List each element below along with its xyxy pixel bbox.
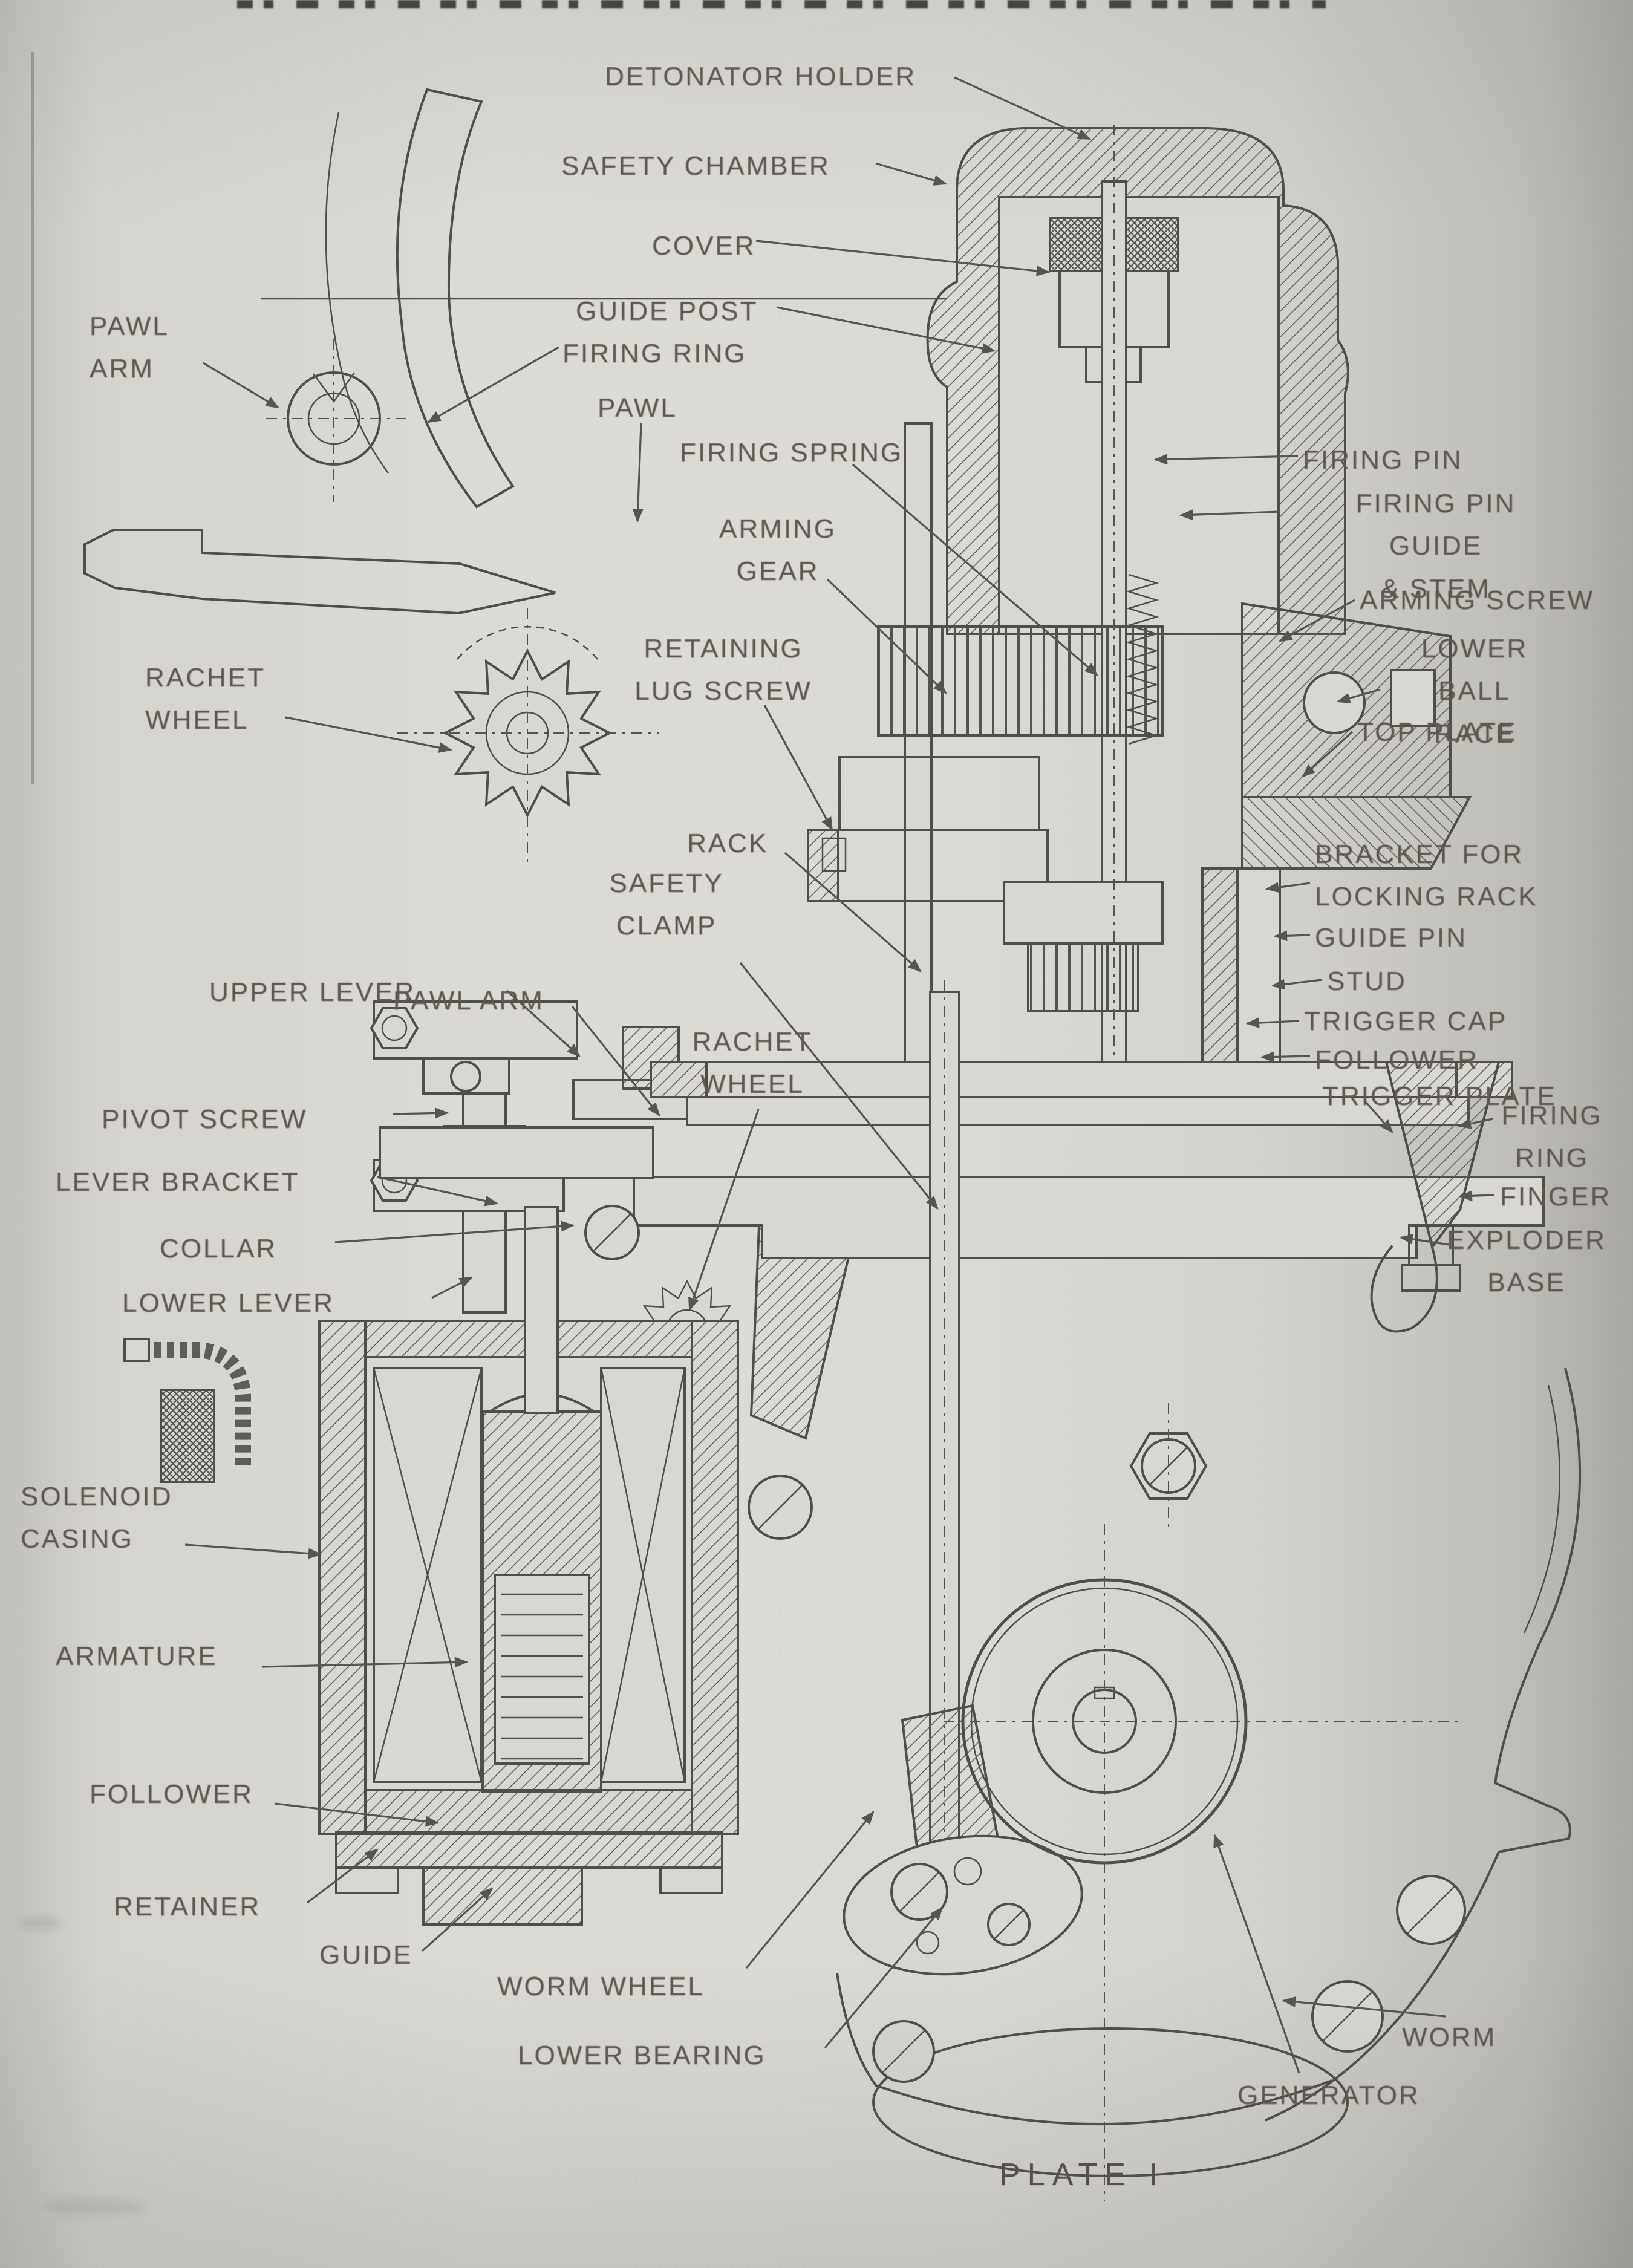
leader-line-top-plate — [1302, 731, 1354, 778]
leader-line-solenoid-casing — [184, 1543, 322, 1559]
leader-line-collar — [334, 1220, 575, 1243]
leader-line-finger — [1458, 1190, 1494, 1202]
leader-line-bracket-for-locking-rack — [1265, 882, 1311, 893]
scan-artifact — [42, 2199, 145, 2215]
leader-line-retainer — [307, 1848, 379, 1904]
label-finger: FINGER — [1500, 1182, 1612, 1211]
leader-line-firing-spring — [852, 463, 1098, 676]
label-follower-left: FOLLOWER — [90, 1779, 253, 1809]
pawl-arm-and-firing-ring-detail — [83, 88, 947, 862]
label-lower-ball-race: LOWER BALL RACE — [1421, 634, 1528, 749]
leader-line-firing-ring-left — [427, 346, 559, 423]
label-lower-bearing: LOWER BEARING — [518, 2041, 766, 2070]
label-pivot-screw: PIVOT SCREW — [102, 1104, 308, 1134]
label-firing-ring-left: FIRING RING — [562, 339, 747, 368]
label-trigger-cap: TRIGGER CAP — [1304, 1006, 1508, 1036]
leader-line-stud — [1271, 979, 1323, 990]
leader-line-pawl-arm-left — [203, 362, 279, 409]
leader-line-pawl — [632, 423, 644, 523]
leader-line-safety-chamber — [875, 162, 948, 186]
leader-line-safety-clamp — [739, 962, 939, 1210]
label-detonator-holder: DETONATOR HOLDER — [605, 62, 916, 91]
leader-line-worm-wheel — [745, 1811, 875, 1969]
leader-line-guide-post — [776, 306, 996, 354]
leader-line-rachet-wheel-mid — [688, 1109, 760, 1312]
label-retainer: RETAINER — [114, 1892, 261, 1921]
label-collar: COLLAR — [160, 1234, 278, 1263]
leader-line-exploder-base — [1399, 1234, 1450, 1246]
label-upper-lever: UPPER LEVER — [209, 977, 416, 1007]
leader-line-rack — [784, 852, 922, 973]
label-pawl-arm-left: PAWL ARM — [90, 311, 169, 384]
leader-line-lower-ball-race — [1336, 688, 1381, 704]
leader-line-follower-right — [1260, 1051, 1311, 1063]
label-retaining-lug-screw: RETAINING LUG SCREW — [634, 634, 812, 706]
trigger-plate-and-base — [379, 1061, 1545, 1333]
label-pawl-arm-mid: PAWL ARM — [393, 986, 544, 1015]
leader-line-firing-pin-guide — [1179, 509, 1280, 521]
leader-line-upper-lever — [506, 989, 581, 1057]
leader-line-guide — [421, 1887, 494, 1952]
leader-line-pawl-arm-mid — [571, 1006, 660, 1116]
leader-line-guide-pin — [1273, 930, 1311, 942]
leader-lines — [184, 76, 1494, 2074]
leader-line-retaining-lug-screw — [763, 705, 833, 831]
label-arming-gear: ARMING GEAR — [719, 514, 836, 587]
leader-line-arming-gear — [826, 578, 947, 694]
label-guide-pin: GUIDE PIN — [1315, 923, 1467, 953]
label-firing-pin: FIRING PIN — [1303, 445, 1463, 475]
label-firing-spring: FIRING SPRING — [680, 438, 904, 468]
label-solenoid-casing: SOLENOID CASING — [21, 1482, 173, 1554]
leader-line-generator — [1213, 1833, 1300, 2074]
label-armature: ARMATURE — [56, 1641, 218, 1671]
label-arming-screw: ARMING SCREW — [1360, 585, 1594, 615]
label-rack: RACK — [687, 829, 769, 858]
leader-line-trigger-cap — [1245, 1017, 1300, 1029]
leader-line-cover — [755, 240, 1051, 276]
label-exploder-base: EXPLODER BASE — [1447, 1225, 1606, 1298]
label-firing-ring-right: FIRING RING — [1501, 1101, 1603, 1173]
label-lever-bracket: LEVER BRACKET — [56, 1167, 300, 1197]
plate-title: PLATE I — [999, 2157, 1165, 2192]
label-follower-right: FOLLOWER — [1315, 1045, 1479, 1075]
leader-line-pivot-screw — [393, 1107, 449, 1119]
label-guide-post: GUIDE POST — [576, 296, 758, 326]
label-guide: GUIDE — [319, 1940, 413, 1970]
label-lower-lever: LOWER LEVER — [122, 1288, 334, 1318]
label-generator: GENERATOR — [1237, 2081, 1420, 2110]
solenoid-assembly — [123, 1206, 739, 1926]
leader-line-firing-pin — [1153, 454, 1299, 465]
leader-line-rachet-wheel-left — [285, 716, 453, 753]
label-stud: STUD — [1327, 966, 1407, 996]
label-trigger-plate: TRIGGER PLATE — [1322, 1081, 1557, 1111]
leader-line-arming-screw — [1279, 599, 1355, 642]
leader-line-trigger-plate — [1364, 1101, 1393, 1133]
label-top-plate: TOP PLATE — [1357, 717, 1517, 747]
label-pawl: PAWL — [598, 393, 677, 423]
label-cover: COVER — [652, 231, 756, 261]
label-bracket-for-locking-rack: BRACKET FOR LOCKING RACK — [1315, 839, 1538, 912]
label-rachet-wheel-mid: RACHET WHEEL — [692, 1027, 813, 1100]
label-safety-clamp: SAFETY CLAMP — [609, 868, 724, 941]
page-gutter-line — [31, 52, 34, 784]
leader-line-armature — [262, 1657, 469, 1668]
scan-artifact — [18, 1917, 60, 1929]
leader-line-lower-bearing — [824, 1906, 944, 2049]
label-firing-pin-guide: FIRING PIN GUIDE & STEM — [1355, 489, 1516, 604]
leader-line-worm — [1282, 1996, 1446, 2018]
worm-wheel-and-bearing — [843, 980, 1083, 1976]
leader-line-lever-bracket — [377, 1176, 499, 1207]
leader-line-detonator-holder — [954, 76, 1092, 140]
leader-line-follower-left — [274, 1802, 440, 1827]
label-rachet-wheel-left: RACHET WHEEL — [145, 663, 266, 735]
leader-line-lower-lever — [431, 1276, 473, 1299]
cut-off-page-heading — [237, 0, 1326, 8]
leader-line-firing-ring-right — [1457, 1118, 1493, 1129]
label-worm-wheel: WORM WHEEL — [497, 1972, 705, 2001]
label-worm: WORM — [1402, 2022, 1497, 2052]
generator-assembly — [584, 1205, 1582, 2201]
label-safety-chamber: SAFETY CHAMBER — [561, 151, 830, 181]
